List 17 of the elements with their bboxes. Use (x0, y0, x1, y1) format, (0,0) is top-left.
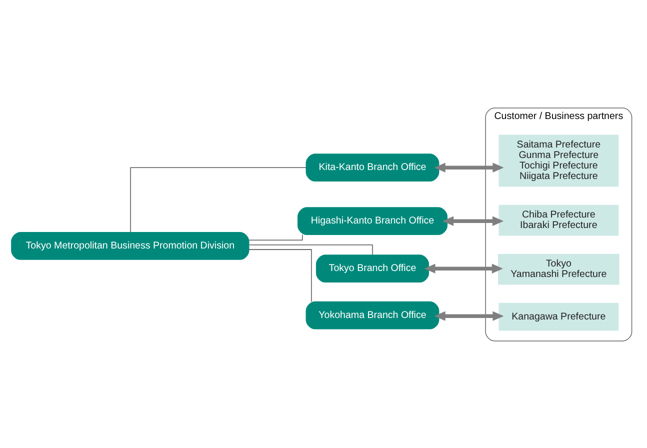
connector (248, 248, 312, 302)
connector (130, 166, 306, 232)
arrow (434, 310, 504, 320)
node-box: Tokyo Branch Office (316, 254, 430, 282)
node-box: Kanagawa Prefecture (498, 302, 619, 330)
arrow (424, 263, 503, 273)
node-box: Tokyo Yamanashi Prefecture (498, 253, 620, 284)
node-box: Chiba Prefecture Ibaraki Prefecture (498, 204, 619, 236)
node-box: Yokohama Branch Office (306, 300, 440, 329)
node-box: Tokyo Metropolitan Business Promotion Division (11, 232, 250, 260)
node-box: Kita-Kanto Branch Office (306, 153, 440, 182)
arrow (442, 216, 504, 226)
arrow (434, 162, 504, 172)
connector (248, 244, 373, 255)
node-box: Saitama Prefecture Gunma Prefecture Tochigi Prefecture Niigata Prefecture (498, 134, 619, 186)
node-box: Higashi-Kanto Branch Office (298, 206, 448, 235)
connector (248, 234, 303, 240)
